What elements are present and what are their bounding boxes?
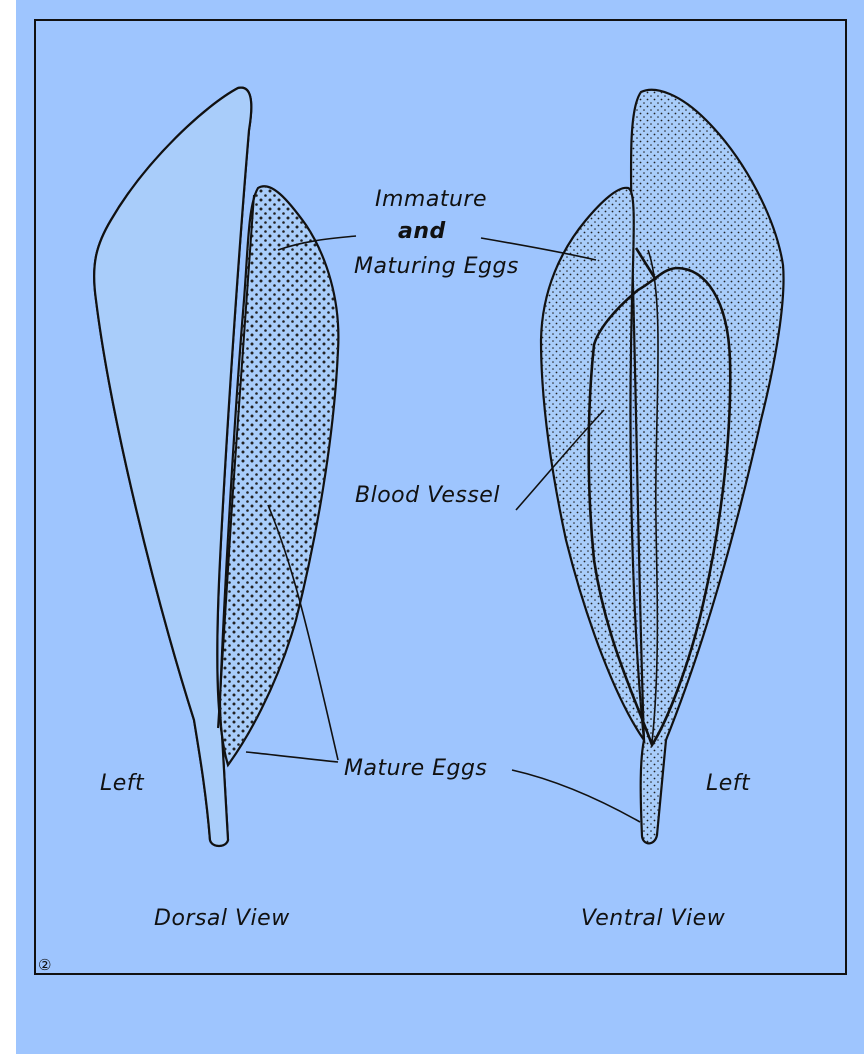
dorsal-view-ovary: [94, 88, 338, 846]
label-maturing-eggs: Maturing Eggs: [354, 254, 519, 279]
label-immature: Immature: [375, 187, 487, 212]
label-left-ventral: Left: [706, 771, 751, 796]
illustration-panel: Immature and Maturing Eggs Blood Vessel …: [16, 0, 864, 1054]
label-mature-eggs: Mature Eggs: [344, 756, 487, 781]
corner-mark: ②: [38, 956, 51, 974]
label-blood-vessel: Blood Vessel: [355, 483, 500, 508]
ventral-view-ovary: [541, 90, 784, 844]
label-and: and: [398, 219, 446, 244]
label-left-dorsal: Left: [100, 771, 145, 796]
label-ventral-view: Ventral View: [581, 906, 726, 931]
ovary-diagram: Immature and Maturing Eggs Blood Vessel …: [16, 0, 864, 1054]
label-dorsal-view: Dorsal View: [154, 906, 290, 931]
